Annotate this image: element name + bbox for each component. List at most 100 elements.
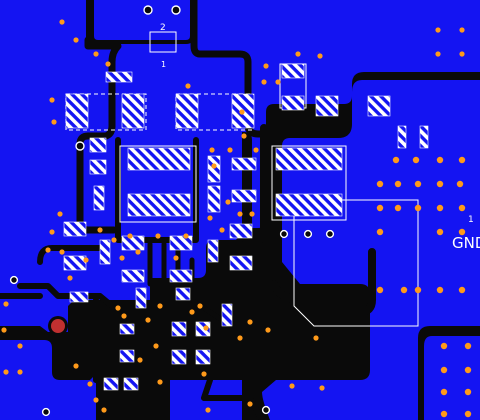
- via-17: [275, 79, 281, 85]
- pad-bottom-2: [123, 377, 139, 391]
- via-40: [458, 286, 466, 294]
- via-63: [1, 327, 7, 333]
- via-14: [49, 97, 55, 103]
- via-9: [261, 79, 267, 85]
- pad-r2: [99, 239, 111, 265]
- trace-channel-bottom: [93, 297, 265, 420]
- via-37: [400, 286, 408, 294]
- via-layer: [1, 19, 472, 418]
- via-62: [3, 301, 9, 307]
- net-outline-gnd: [293, 199, 419, 327]
- pin-label-2: 2: [160, 23, 166, 33]
- copper-pour-top-center: [206, 0, 480, 228]
- th-pad-3: [75, 141, 85, 151]
- pad-u1-bottom: [127, 193, 191, 217]
- component-outline-u2: [271, 145, 347, 221]
- pad-ic-6: [175, 287, 191, 301]
- via-18: [241, 133, 247, 139]
- th-pad-6: [325, 229, 335, 239]
- pad-c1-right: [121, 93, 145, 129]
- pad-c3-upper: [229, 223, 253, 239]
- via-45: [225, 199, 231, 205]
- via-64: [145, 317, 151, 323]
- via-91: [464, 342, 472, 350]
- via-2: [73, 37, 79, 43]
- via-72: [247, 319, 253, 325]
- via-90: [440, 342, 448, 350]
- pad-c6-right: [195, 349, 211, 365]
- via-41: [209, 147, 215, 153]
- via-4: [105, 61, 111, 67]
- via-22: [458, 156, 466, 164]
- via-69: [189, 309, 195, 315]
- pad-q1-bottom: [207, 185, 221, 213]
- th-pad-4: [279, 229, 289, 239]
- th-pad-7: [9, 275, 19, 285]
- via-5: [185, 83, 191, 89]
- via-89: [313, 335, 319, 341]
- pad-l2-upper: [63, 221, 87, 237]
- via-86: [247, 401, 253, 407]
- test-point-fill: [51, 319, 65, 333]
- pad-c4-upper: [119, 323, 135, 335]
- pad-c6-left: [171, 349, 187, 365]
- via-7: [295, 51, 301, 57]
- pad-right-2: [419, 125, 429, 149]
- copper-island-top: [94, 0, 190, 40]
- via-26: [436, 180, 444, 188]
- via-59: [135, 249, 141, 255]
- via-11: [459, 27, 465, 33]
- via-97: [464, 410, 472, 418]
- via-35: [458, 228, 466, 236]
- via-66: [121, 313, 127, 319]
- via-19: [392, 156, 400, 164]
- component-outline-connector: [149, 31, 177, 53]
- right-pin-label: 1: [468, 215, 474, 225]
- pad-c2-left: [175, 93, 199, 129]
- via-39: [436, 286, 444, 294]
- via-82: [137, 357, 143, 363]
- pad-d2: [93, 185, 105, 211]
- via-76: [3, 369, 9, 375]
- pad-r3: [207, 239, 219, 263]
- via-98: [83, 257, 89, 263]
- pad-u2-bottom: [275, 193, 343, 217]
- via-81: [101, 407, 107, 413]
- through-hole-pads: [9, 5, 335, 417]
- via-47: [249, 211, 255, 217]
- via-70: [197, 303, 203, 309]
- via-33: [376, 228, 384, 236]
- pad-c1-left: [65, 93, 89, 129]
- via-71: [203, 325, 209, 331]
- pad-c5-left: [171, 321, 187, 337]
- via-8: [317, 53, 323, 59]
- pad-r5: [221, 303, 233, 327]
- pad-right-1: [397, 125, 407, 149]
- via-55: [127, 233, 133, 239]
- pad-r-top-lower: [281, 95, 305, 111]
- via-58: [119, 255, 125, 261]
- via-79: [87, 381, 93, 387]
- via-12: [435, 51, 441, 57]
- via-92: [440, 366, 448, 374]
- component-outline-u1: [119, 145, 197, 223]
- via-25: [414, 180, 422, 188]
- via-75: [17, 343, 23, 349]
- via-20: [412, 156, 420, 164]
- pad-ic-2: [169, 235, 193, 251]
- via-10: [435, 27, 441, 33]
- via-21: [436, 156, 444, 164]
- via-38: [414, 286, 422, 294]
- via-77: [17, 369, 23, 375]
- pad-r4: [69, 291, 89, 303]
- via-6: [263, 63, 269, 69]
- via-3: [93, 51, 99, 57]
- via-27: [456, 180, 464, 188]
- via-96: [440, 410, 448, 418]
- test-point[interactable]: [48, 316, 68, 336]
- via-29: [394, 204, 402, 212]
- via-13: [459, 51, 465, 57]
- copper-pour-right-lower: [424, 336, 480, 420]
